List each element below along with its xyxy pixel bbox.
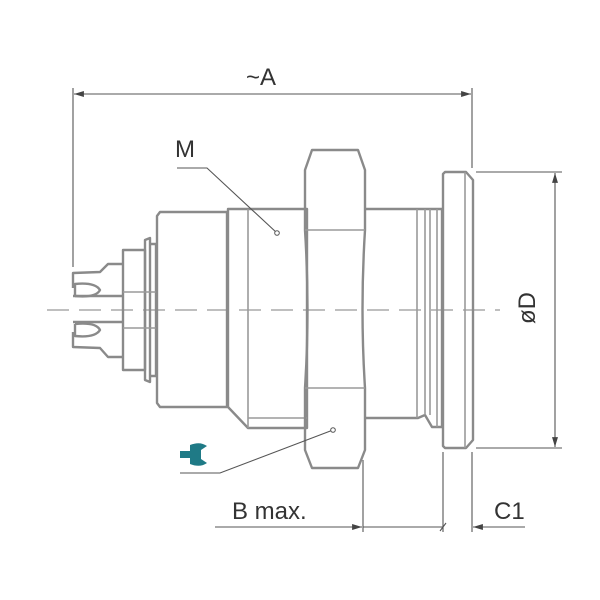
contact-pins bbox=[71, 236, 158, 384]
wrench-leader bbox=[180, 429, 334, 474]
dimension-a-label: ~A bbox=[246, 64, 277, 91]
front-body bbox=[365, 207, 444, 429]
thread-label: M bbox=[175, 136, 195, 163]
flange bbox=[441, 170, 475, 450]
dimension-d-label: øD bbox=[514, 292, 541, 324]
hex-nut bbox=[303, 148, 367, 470]
dimension-b-label: B max. bbox=[232, 498, 307, 525]
dimension-c1-label: C1 bbox=[494, 498, 525, 525]
wrench-icon bbox=[180, 443, 207, 466]
rear-body bbox=[155, 207, 309, 430]
thread-leader bbox=[177, 167, 278, 234]
